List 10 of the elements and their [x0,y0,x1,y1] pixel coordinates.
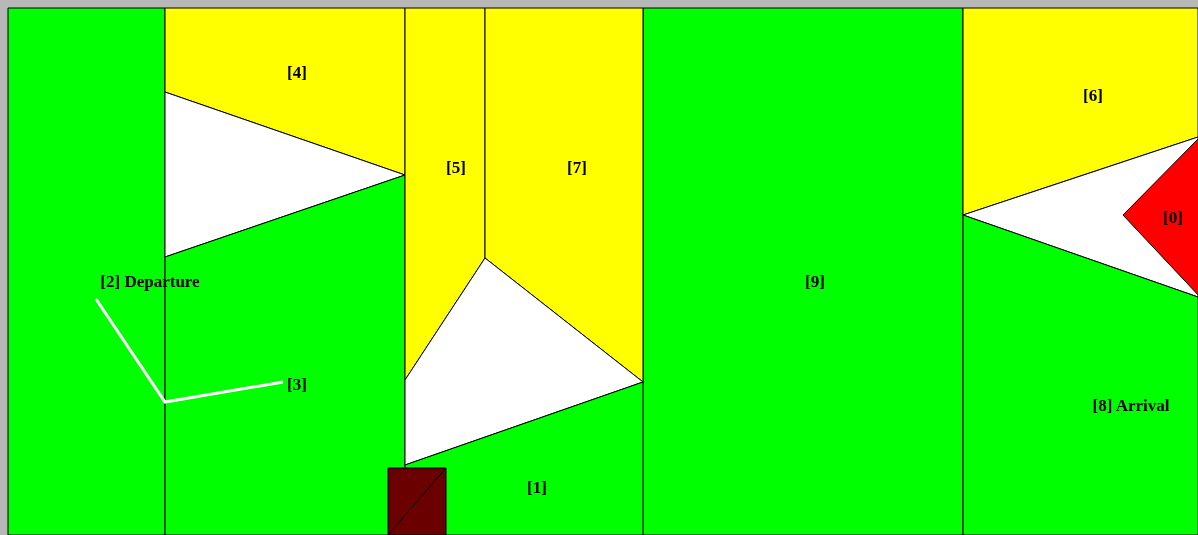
region-label: [1] [527,478,547,498]
region-label: [6] [1083,86,1103,106]
region-label: [4] [287,63,307,83]
region-label: [5] [446,158,466,178]
region-label: [9] [805,272,825,292]
route-line [94,298,284,404]
region-label: [7] [567,158,587,178]
region-label: [0] [1163,208,1183,228]
region-label: [3] [287,375,307,395]
region-label: [8] Arrival [1092,396,1170,416]
